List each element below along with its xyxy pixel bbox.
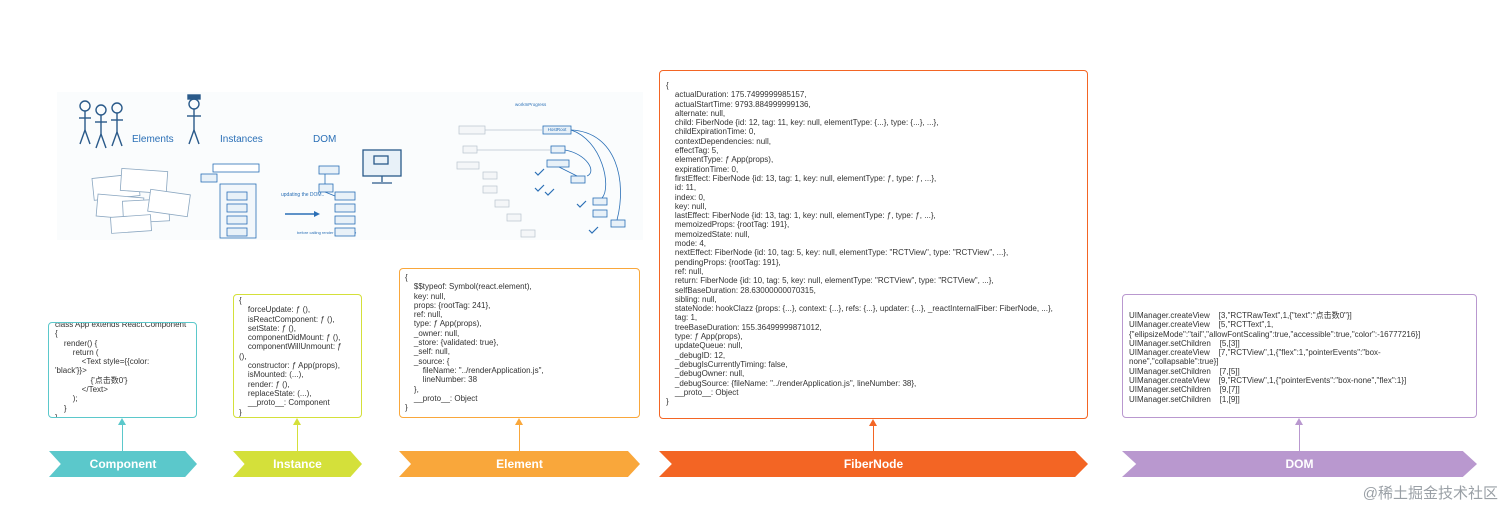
- dom-tree: [319, 166, 355, 236]
- watermark: @稀土掘金技术社区: [1363, 482, 1498, 503]
- stage-label-element: Element: [496, 457, 543, 471]
- fibernode-code: { actualDuration: 175.7499999985157, act…: [666, 81, 1087, 406]
- stage-label-dom: DOM: [1286, 457, 1314, 471]
- dom-connector: [1299, 424, 1300, 451]
- monitor-icon: [363, 150, 401, 183]
- work-in-progress-label: workInProgress: [515, 102, 547, 107]
- stage-banner-fibernode: FiberNode: [659, 451, 1088, 477]
- stage-label-fibernode: FiberNode: [844, 457, 903, 471]
- stage-banner-element: Element: [399, 451, 640, 477]
- current-tree: [457, 126, 535, 237]
- component-code-box: class App extends React.Component { rend…: [48, 322, 197, 418]
- concept-illustration: Elements Instances DOM updating the DOM.…: [57, 92, 643, 240]
- instance-arrowhead: [293, 418, 301, 425]
- illustration-sketch: Elements Instances DOM updating the DOM.…: [57, 92, 643, 240]
- dom-code: UIManager.createView [3,"RCTRawText",1,{…: [1129, 311, 1476, 404]
- element-code: { $$typeof: Symbol(react.element), key: …: [405, 273, 639, 412]
- instance-code: { forceUpdate: ƒ (), isReactComponent: ƒ…: [239, 296, 361, 417]
- check-icons: [535, 169, 598, 233]
- stage-banner-instance: Instance: [233, 451, 362, 477]
- element-connector: [519, 424, 520, 451]
- component-arrowhead: [118, 418, 126, 425]
- stage-banner-dom: DOM: [1122, 451, 1477, 477]
- fibernode-connector: [873, 425, 874, 451]
- fibernode-code-box: { actualDuration: 175.7499999985157, act…: [659, 70, 1088, 419]
- illus-label-elements: Elements: [132, 134, 174, 145]
- dom-code-box: UIManager.createView [3,"RCTRawText",1,{…: [1122, 294, 1477, 418]
- host-root-label: HostRoot: [543, 126, 571, 134]
- dom-arrowhead: [1295, 418, 1303, 425]
- updating-note: updating the DOM..: [281, 192, 324, 198]
- element-code-box: { $$typeof: Symbol(react.element), key: …: [399, 268, 640, 418]
- work-tree: [543, 126, 625, 227]
- element-cards: [92, 168, 190, 233]
- instance-code-box: { forceUpdate: ƒ (), isReactComponent: ƒ…: [233, 294, 362, 418]
- stage-banner-component: Component: [49, 451, 197, 477]
- component-code: class App extends React.Component { rend…: [55, 322, 196, 418]
- component-connector: [122, 424, 123, 451]
- stage-label-component: Component: [90, 457, 157, 471]
- fibernode-arrowhead: [869, 419, 877, 426]
- illus-label-instances: Instances: [220, 134, 263, 145]
- instances-tree: [201, 164, 259, 238]
- instance-connector: [297, 424, 298, 451]
- illus-label-dom: DOM: [313, 134, 336, 145]
- stage-label-instance: Instance: [273, 457, 322, 471]
- element-arrowhead: [515, 418, 523, 425]
